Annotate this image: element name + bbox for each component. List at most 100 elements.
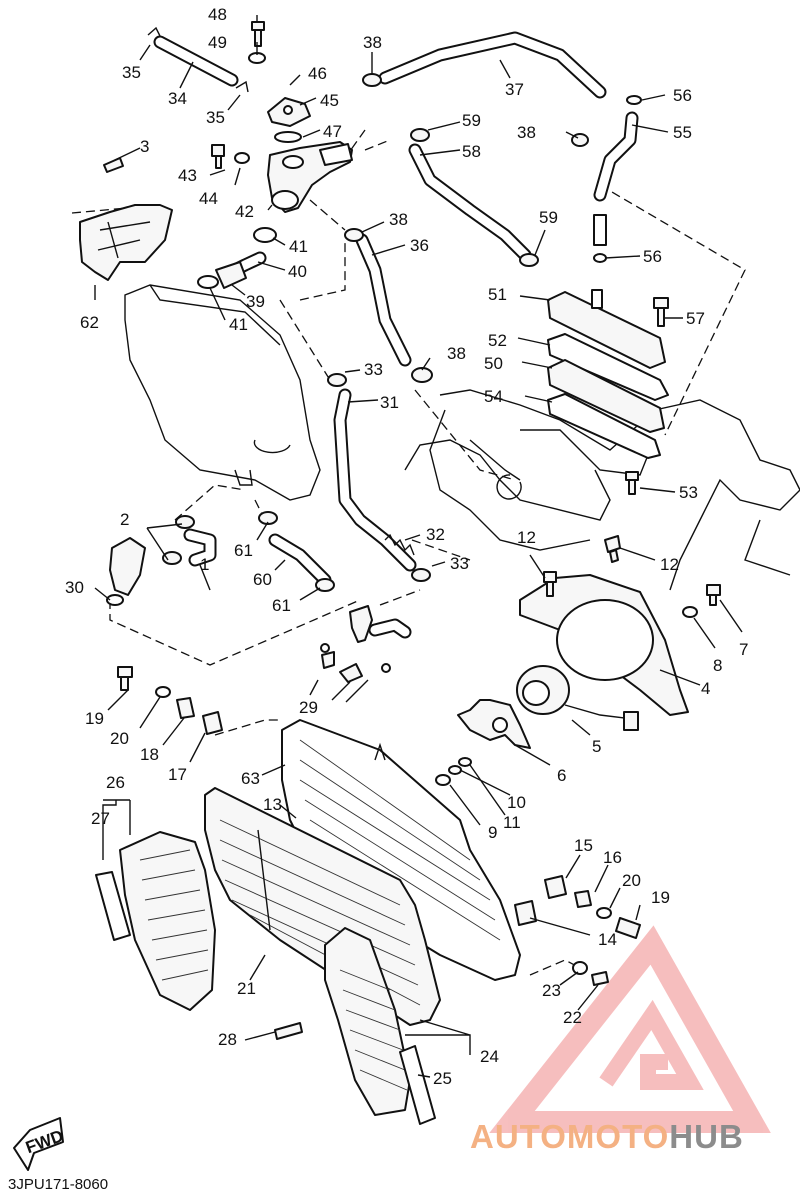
callout-17: 17 bbox=[168, 765, 187, 784]
breather-fittings-part-29 bbox=[320, 605, 391, 683]
callout-28: 28 bbox=[218, 1030, 237, 1049]
callout-7: 7 bbox=[739, 640, 748, 659]
callout-16: 16 bbox=[603, 848, 622, 867]
callout-12b: 12 bbox=[660, 555, 679, 574]
fwd-arrow-icon: FWD bbox=[13, 1117, 66, 1171]
radiator-side-body bbox=[124, 284, 321, 501]
callout-38d: 38 bbox=[447, 344, 466, 363]
callout-15: 15 bbox=[574, 836, 593, 855]
callout-38b: 38 bbox=[517, 123, 536, 142]
callout-4: 4 bbox=[701, 679, 710, 698]
callout-36: 36 bbox=[410, 236, 429, 255]
brand-part-auto: AUTO bbox=[470, 1118, 567, 1155]
callout-43: 43 bbox=[178, 166, 197, 185]
side-cover-left bbox=[95, 831, 216, 1011]
callout-14: 14 bbox=[598, 930, 617, 949]
callout-61b: 61 bbox=[272, 596, 291, 615]
brand-part-moto: MOTO bbox=[566, 1118, 670, 1155]
callout-60: 60 bbox=[253, 570, 272, 589]
radiator-cover-part-62 bbox=[79, 204, 173, 281]
callout-26: 26 bbox=[106, 773, 125, 792]
callout-33b: 33 bbox=[450, 554, 469, 573]
callout-12a: 12 bbox=[517, 528, 536, 547]
callout-38a: 38 bbox=[363, 33, 382, 52]
callout-34: 34 bbox=[168, 89, 187, 108]
callout-21: 21 bbox=[237, 979, 256, 998]
callout-19b: 19 bbox=[651, 888, 670, 907]
callout-2: 2 bbox=[120, 510, 129, 529]
callout-39: 39 bbox=[246, 292, 265, 311]
callout-46: 46 bbox=[308, 64, 327, 83]
callout-3: 3 bbox=[140, 137, 149, 156]
callout-labels: 1 2 3 4 5 6 7 8 9 10 11 12 12 13 14 15 1… bbox=[65, 5, 748, 1088]
callout-49: 49 bbox=[208, 33, 227, 52]
callout-58: 58 bbox=[462, 142, 481, 161]
callout-9: 9 bbox=[488, 823, 497, 842]
callout-35a: 35 bbox=[122, 63, 141, 82]
callout-37: 37 bbox=[505, 80, 524, 99]
callout-41b: 41 bbox=[229, 315, 248, 334]
outlet-fitting-part-30 bbox=[106, 537, 146, 606]
callout-47: 47 bbox=[323, 122, 342, 141]
cooler-cover-assembly bbox=[547, 289, 669, 495]
engine-outline bbox=[404, 389, 800, 591]
callout-10: 10 bbox=[507, 793, 526, 812]
callout-25: 25 bbox=[433, 1069, 452, 1088]
callout-50: 50 bbox=[484, 354, 503, 373]
radiator-core-part-21 bbox=[204, 787, 441, 1026]
callout-44: 44 bbox=[199, 189, 218, 208]
thermostat-housing bbox=[147, 21, 353, 289]
callout-19a: 19 bbox=[85, 709, 104, 728]
callout-61a: 61 bbox=[234, 541, 253, 560]
callout-59b: 59 bbox=[539, 208, 558, 227]
callout-32: 32 bbox=[426, 525, 445, 544]
side-cover-right bbox=[324, 927, 436, 1125]
hoses bbox=[153, 31, 639, 639]
callout-8: 8 bbox=[713, 656, 722, 675]
hose-clamps bbox=[162, 73, 642, 592]
reference-code: 3JPU171-8060 bbox=[8, 1176, 109, 1193]
callout-41a: 41 bbox=[289, 237, 308, 256]
callout-62: 62 bbox=[80, 313, 99, 332]
callout-6: 6 bbox=[557, 766, 566, 785]
callout-33a: 33 bbox=[364, 360, 383, 379]
callout-35b: 35 bbox=[206, 108, 225, 127]
callout-13: 13 bbox=[263, 795, 282, 814]
callout-18: 18 bbox=[140, 745, 159, 764]
callout-57: 57 bbox=[686, 309, 705, 328]
watermark-logo bbox=[489, 925, 771, 1133]
callout-1: 1 bbox=[200, 555, 209, 574]
callout-54: 54 bbox=[484, 387, 503, 406]
leader-lines bbox=[94, 15, 743, 1078]
callout-40: 40 bbox=[288, 262, 307, 281]
fan-assembly bbox=[435, 535, 721, 786]
callout-20b: 20 bbox=[622, 871, 641, 890]
callout-63: 63 bbox=[241, 769, 260, 788]
watermark-brand-text: AUTOMOTOHUB bbox=[470, 1118, 744, 1156]
callout-51: 51 bbox=[488, 285, 507, 304]
callout-45: 45 bbox=[320, 91, 339, 110]
callout-42: 42 bbox=[235, 202, 254, 221]
callout-59a: 59 bbox=[462, 111, 481, 130]
callout-27: 27 bbox=[91, 809, 110, 828]
callout-31: 31 bbox=[380, 393, 399, 412]
brand-part-hub: HUB bbox=[669, 1118, 744, 1155]
callout-23: 23 bbox=[542, 981, 561, 1000]
callout-24: 24 bbox=[480, 1047, 499, 1066]
callout-56b: 56 bbox=[643, 247, 662, 266]
callout-20a: 20 bbox=[110, 729, 129, 748]
callout-5: 5 bbox=[592, 737, 601, 756]
clip-part-3 bbox=[103, 157, 124, 173]
assembly-lines bbox=[71, 129, 746, 976]
callout-29: 29 bbox=[299, 698, 318, 717]
callout-30: 30 bbox=[65, 578, 84, 597]
callout-11: 11 bbox=[503, 813, 521, 832]
callout-38c: 38 bbox=[389, 210, 408, 229]
callout-55: 55 bbox=[673, 123, 692, 142]
callout-22: 22 bbox=[563, 1008, 582, 1027]
callout-56a: 56 bbox=[673, 86, 692, 105]
callout-48: 48 bbox=[208, 5, 227, 24]
callout-53: 53 bbox=[679, 483, 698, 502]
callout-52: 52 bbox=[488, 331, 507, 350]
